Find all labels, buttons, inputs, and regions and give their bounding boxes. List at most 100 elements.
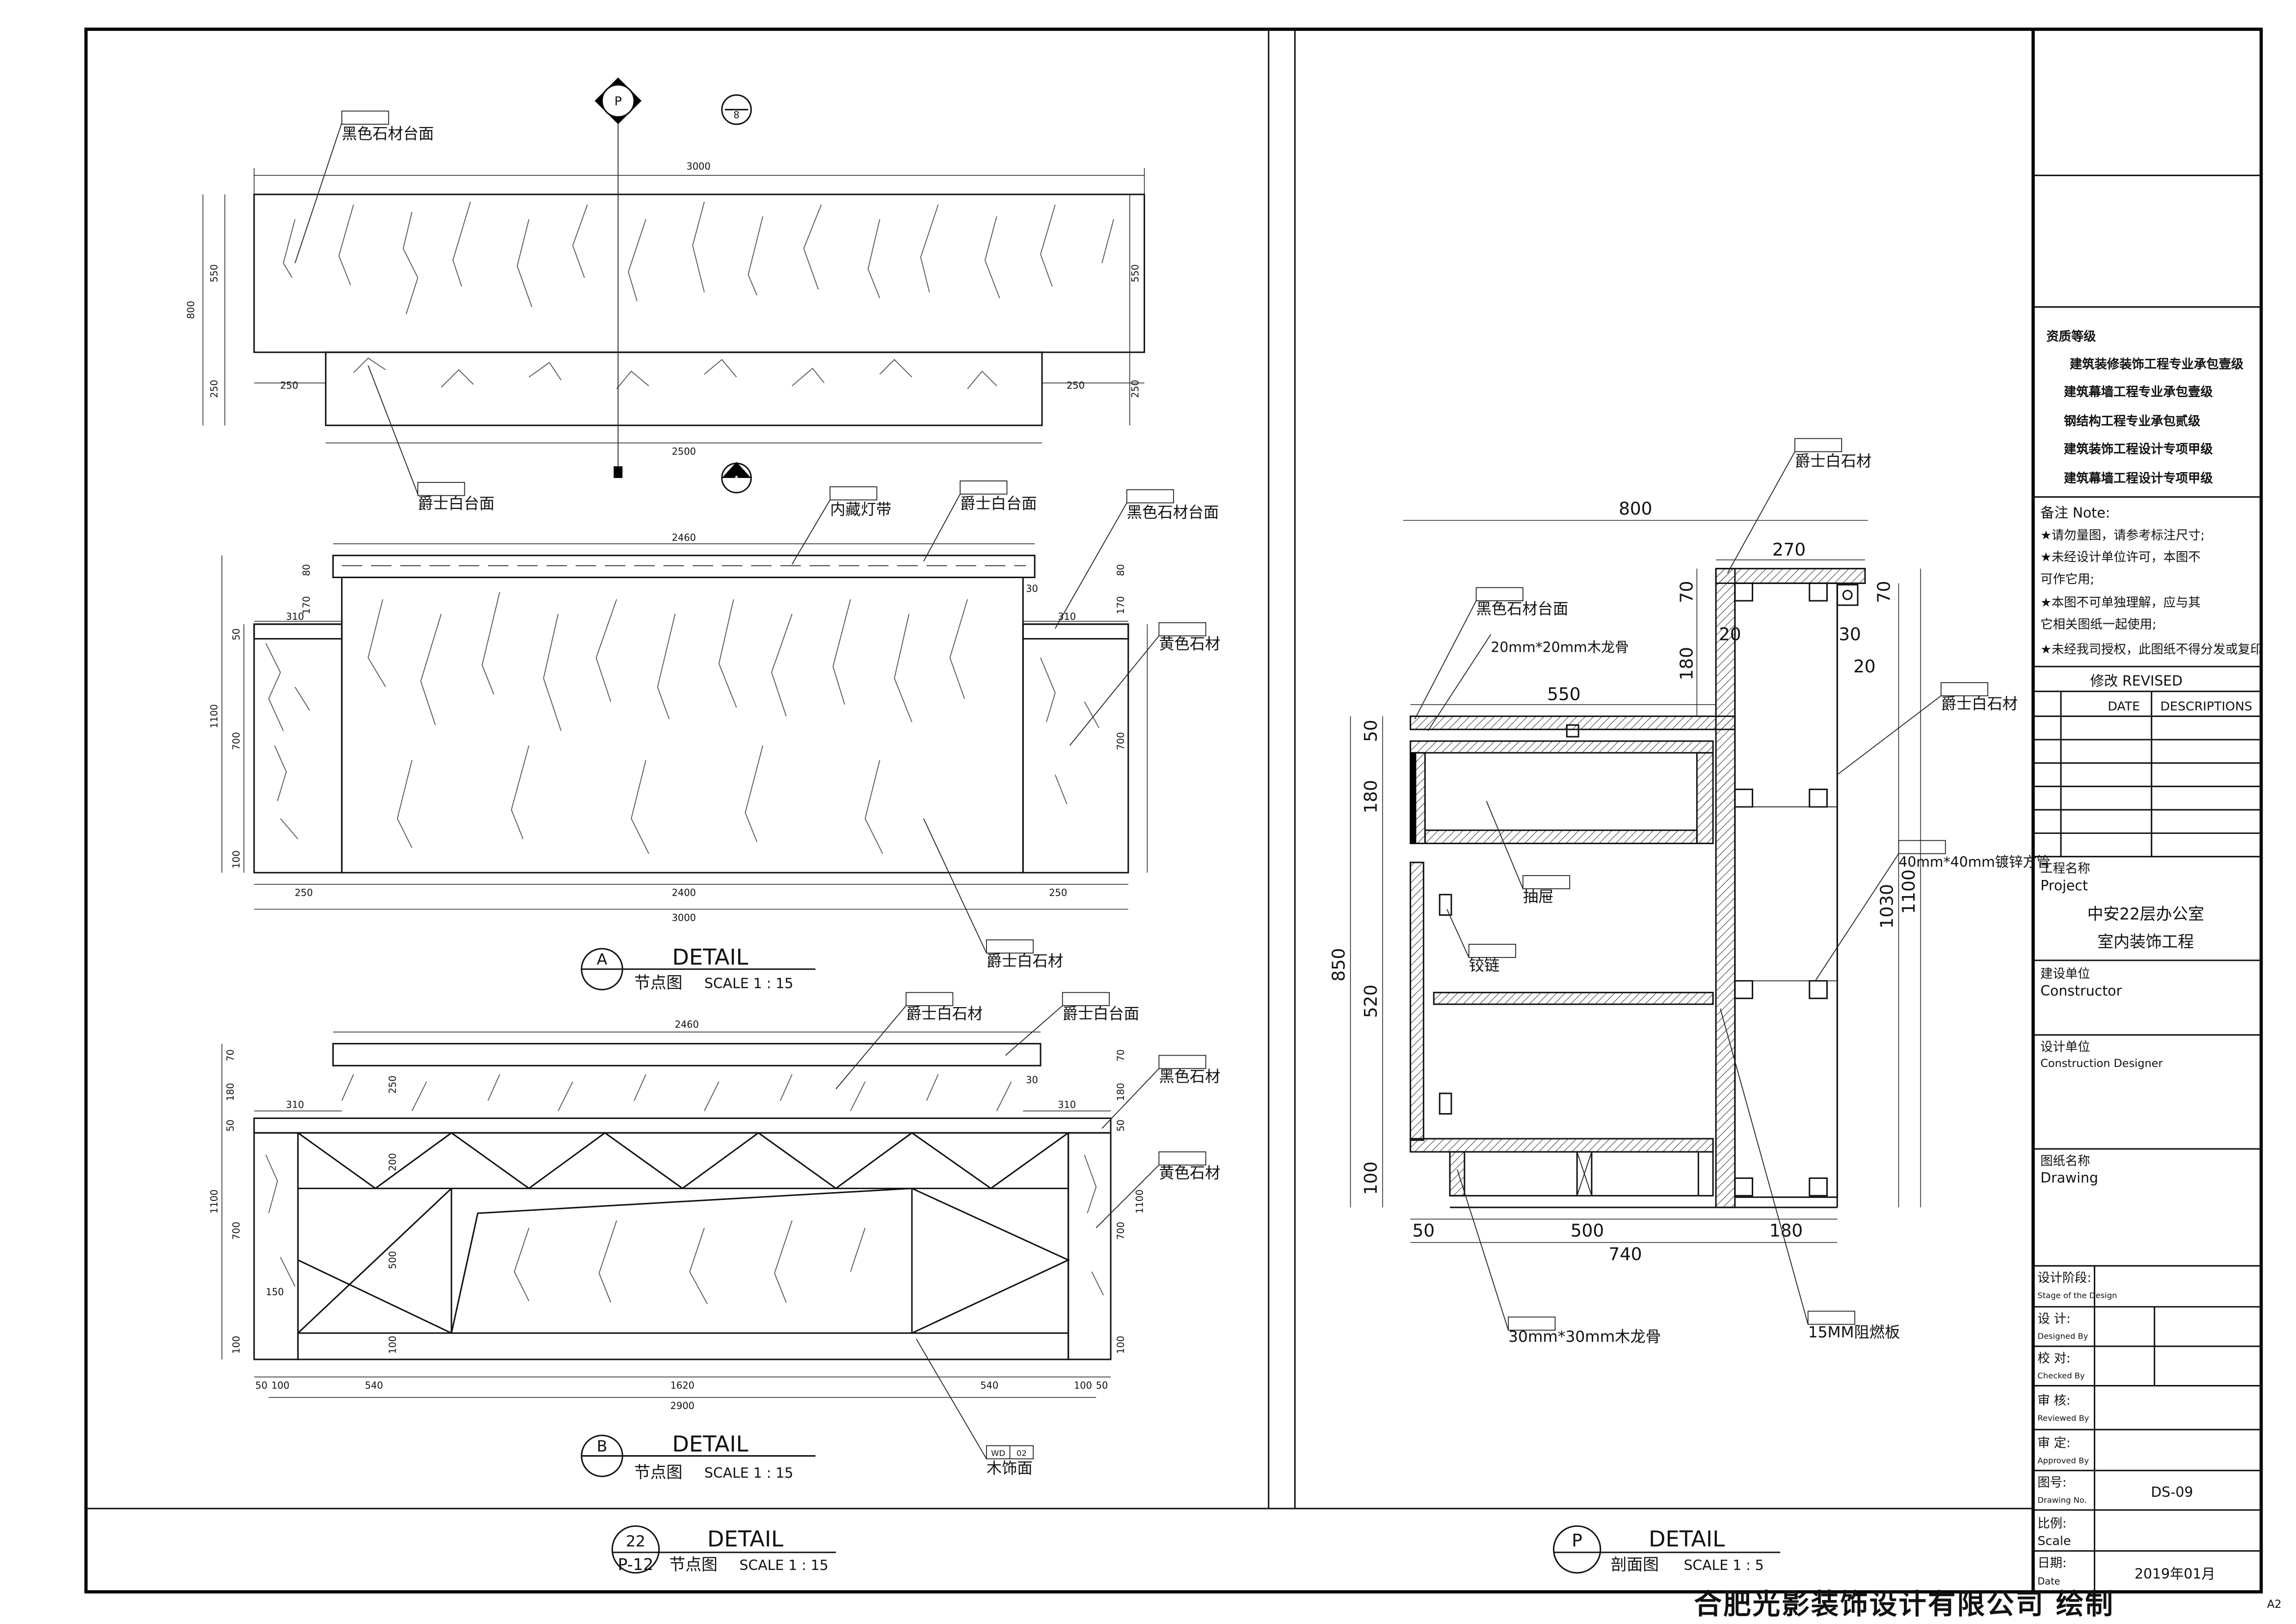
title-a-scale: SCALE 1 : 15 (704, 975, 793, 991)
dim-a-30: 30 (1026, 583, 1038, 594)
label-black-stone-top: 黑色石材台面 (342, 125, 434, 143)
dim-s-550: 550 (1547, 685, 1580, 705)
elevation-b: 2460 310 310 50 100 540 1620 540 100 50 … (209, 992, 1220, 1482)
qualification-item: 建筑幕墙工程专业承包壹级 (2064, 385, 2213, 399)
dim-plan-top-depth: 550 (209, 264, 220, 282)
label-s-black-top: 黑色石材台面 (1476, 600, 1569, 618)
dim-s-180h: 180 (1677, 647, 1697, 680)
constructor-label: 建设单位 (2040, 967, 2090, 981)
title-22-num: 22 (626, 1533, 645, 1550)
title-22-ref: P-12 (618, 1555, 654, 1574)
revision-desc-header: DESCRIPTIONS (2161, 699, 2252, 714)
title-b-word: DETAIL (672, 1432, 748, 1457)
project-label-en: Project (2040, 878, 2088, 894)
row-label: 设计阶段: (2037, 1271, 2091, 1285)
dim-b-180-right: 180 (1115, 1083, 1126, 1101)
dim-s-50h: 50 (1361, 719, 1381, 742)
view-marker-a: A (721, 462, 752, 494)
wood-code-a: WD (991, 1448, 1005, 1458)
dim-b-top: 2460 (675, 1019, 699, 1030)
label-s-jazz-stone: 爵士白石材 (1795, 453, 1871, 470)
dim-b-100: 100 (231, 1336, 242, 1354)
dim-a-side-left: 310 (286, 611, 304, 622)
label-s-keel-20: 20mm*20mm木龙骨 (1491, 639, 1629, 655)
drawing-label: 图纸名称 (2040, 1154, 2090, 1168)
label-s-hinge: 铰链 (1469, 957, 1500, 975)
title-row: 设 计: Designed By (2033, 1311, 2262, 1347)
drawing-number: DS-09 (2151, 1484, 2193, 1500)
project-name-line2: 室内装饰工程 (2098, 932, 2194, 951)
dim-plan-depth: 800 (186, 301, 197, 319)
title-row: 审 核: Reviewed By (2033, 1393, 2262, 1431)
north-arrow-label: 8 (733, 109, 739, 121)
dim-s-70: 70 (1677, 581, 1697, 603)
qualification-item: 钢结构工程专业承包贰级 (2064, 414, 2201, 428)
qualification-item: 建筑装饰工程设计专项甲级 (2064, 442, 2213, 456)
title-detail-22: 22 P-12 DETAIL 节点图 SCALE 1 : 15 (611, 1525, 836, 1574)
dim-plan-lower-depth-right: 250 (1130, 380, 1141, 398)
wood-code-b: 02 (1016, 1448, 1027, 1458)
title-b-letter: B (597, 1438, 607, 1456)
dim-b-150: 150 (266, 1286, 284, 1298)
qualification-item: 建筑装修装饰工程专业承包壹级 (2070, 357, 2244, 372)
dim-s-30: 30 (1839, 625, 1861, 645)
dim-b-1620: 1620 (670, 1380, 694, 1391)
dim-a-center: 2400 (672, 887, 696, 899)
dim-b-50-right: 50 (1096, 1380, 1108, 1391)
title-row: 审 定: Approved By (2033, 1436, 2262, 1471)
row-label: 图号: (2037, 1475, 2066, 1490)
title-p-scale: SCALE 1 : 5 (1684, 1557, 1764, 1573)
notes-heading: 备注 Note: (2040, 505, 2110, 521)
row-label-en: Designed By (2037, 1331, 2088, 1341)
title-b-sub: 节点图 (634, 1463, 682, 1482)
wood-code-tag: WD 02 (986, 1445, 1034, 1460)
dim-b-50-right-v: 50 (1115, 1119, 1126, 1132)
note-line: ★未经我司授权，此图纸不得分发或复印 (2040, 642, 2263, 656)
elevation-a: 2460 310 310 250 2400 250 3000 1100 700 … (209, 480, 1220, 992)
dim-s-270: 270 (1772, 540, 1806, 560)
dim-s-850: 850 (1329, 948, 1349, 982)
designer-label: 设计单位 (2040, 1039, 2090, 1054)
dim-b-700-right: 700 (1115, 1222, 1126, 1240)
company-footer: 合肥光影装饰设计有限公司 绘制 (1694, 1588, 2114, 1621)
sheet-size: A2 (2267, 1598, 2281, 1611)
row-label: 设 计: (2037, 1311, 2070, 1326)
sheet-frame (84, 27, 2263, 1594)
dim-s-800: 800 (1619, 499, 1652, 519)
dim-a-250-left: 250 (295, 887, 313, 899)
title-a-sub: 节点图 (634, 973, 682, 992)
dim-b-310-right: 310 (1058, 1099, 1076, 1111)
dim-b-50-left: 50 (255, 1380, 267, 1391)
dim-s-70-right: 70 (1874, 581, 1895, 603)
constructor-label-en: Constructor (2040, 983, 2122, 999)
plan-view: P 8 A 3000 2500 250 250 800 550 250 550 … (186, 77, 1146, 512)
row-label-en: Scale (2037, 1534, 2071, 1548)
dim-s-1030: 1030 (1877, 884, 1897, 929)
row-label: 比例: (2037, 1516, 2066, 1530)
dim-b-100-right: 100 (1074, 1380, 1092, 1391)
dim-plan-bottom: 2500 (672, 446, 696, 457)
project-section: 工程名称 Project 中安22层办公室 室内装饰工程 (2040, 861, 2204, 951)
note-line: ★本图不可单独理解，应与其 (2040, 595, 2200, 610)
dim-a-80: 80 (301, 564, 312, 576)
dim-s-1100: 1100 (1899, 869, 1919, 914)
dim-b-70-right: 70 (1115, 1049, 1126, 1062)
dim-a-top: 2460 (672, 532, 696, 543)
note-line: 它相关图纸一起使用; (2040, 617, 2156, 632)
title-p-sub: 剖面图 (1611, 1555, 1659, 1574)
label-s-drawer: 抽屉 (1523, 888, 1554, 906)
dim-a-250-right: 250 (1049, 887, 1067, 899)
row-label-en: Date (2037, 1576, 2060, 1587)
title-detail-a: A DETAIL 节点图 SCALE 1 : 15 (581, 945, 816, 992)
title-a-word: DETAIL (672, 945, 748, 970)
dim-plan-offset-right: 250 (1067, 380, 1085, 391)
label-b-jazz-top: 爵士白台面 (1063, 1005, 1139, 1023)
dim-a-700-right: 700 (1115, 732, 1126, 750)
row-label: 校 对: (2037, 1351, 2070, 1365)
label-s-board: 15MM阻燃板 (1808, 1324, 1900, 1341)
revision-table: 修改 REVISED DATE DESCRIPTIONS (2033, 673, 2262, 857)
dim-s-500: 500 (1571, 1221, 1604, 1241)
dim-b-500: 500 (387, 1251, 399, 1269)
row-label: 审 核: (2037, 1393, 2070, 1408)
dim-s-520: 520 (1361, 985, 1381, 1018)
